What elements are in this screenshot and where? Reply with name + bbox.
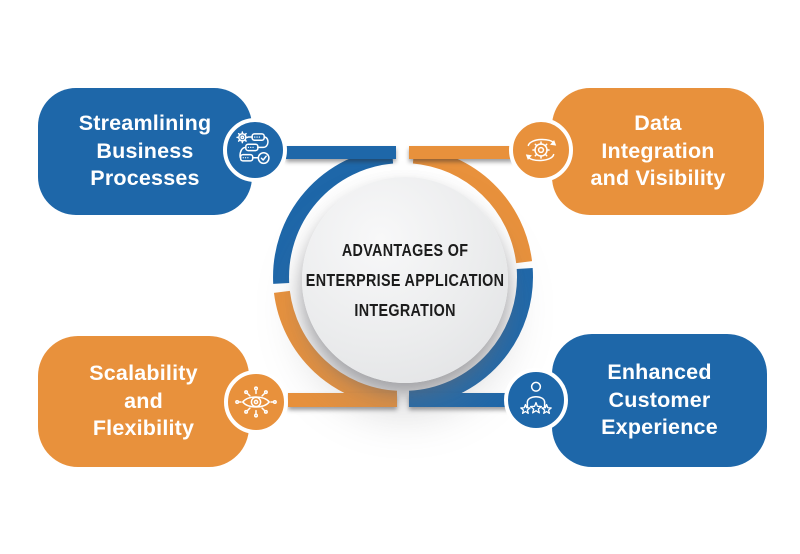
connector-bar-top-left [286, 146, 396, 159]
badge-eye-visibility [224, 370, 288, 434]
diagram-title: ADVANTAGES OF ENTERPRISE APPLICATION INT… [306, 235, 505, 325]
card-label-line: Data [634, 111, 682, 136]
badge-sync-gear [509, 118, 573, 182]
card-label-line: Flexibility [92, 416, 195, 441]
connector-bar-bottom-left [288, 393, 397, 407]
center-circle: ADVANTAGES OF ENTERPRISE APPLICATION INT… [302, 177, 508, 383]
eye-visibility-icon [233, 379, 279, 425]
card-label-line: Processes [90, 166, 200, 191]
connector-bars [286, 146, 513, 407]
card-streamlining-business-processes: Streamlining Business Processes [38, 88, 252, 215]
card-label-line: Customer [608, 387, 711, 412]
card-label-line: Enhanced [607, 360, 712, 385]
diagram-title-line: INTEGRATION [354, 300, 456, 320]
ring-arc-top-right [412, 147, 533, 264]
badge-process-workflow [223, 118, 287, 182]
card-scalability-and-flexibility: Scalability and Flexibility [38, 336, 249, 467]
card-label-line: and [124, 388, 163, 413]
ring-arc-top-left [273, 147, 394, 284]
card-label-line: Streamlining [78, 111, 212, 136]
sync-gear-icon [525, 127, 557, 173]
card-enhanced-customer-experience: Enhanced Customer Experience [552, 334, 767, 467]
card-label-line: and Visibility [590, 166, 726, 191]
card-label-line: Scalability [89, 361, 198, 386]
card-label-line: Experience [601, 415, 718, 440]
connector-bar-top-right [409, 146, 513, 159]
rating-stars [519, 401, 553, 415]
process-workflow-icon [232, 127, 278, 173]
diagram-title-line: ADVANTAGES OF [341, 240, 469, 260]
card-label-line: Integration [601, 138, 715, 163]
diagram-title-line: ENTERPRISE APPLICATION [305, 270, 505, 290]
person-stars-icon [519, 377, 553, 415]
connector-bar-bottom-right [409, 393, 510, 407]
badge-person-stars [504, 368, 568, 432]
card-data-integration-and-visibility: Data Integration and Visibility [552, 88, 764, 215]
card-label-line: Business [96, 138, 194, 163]
